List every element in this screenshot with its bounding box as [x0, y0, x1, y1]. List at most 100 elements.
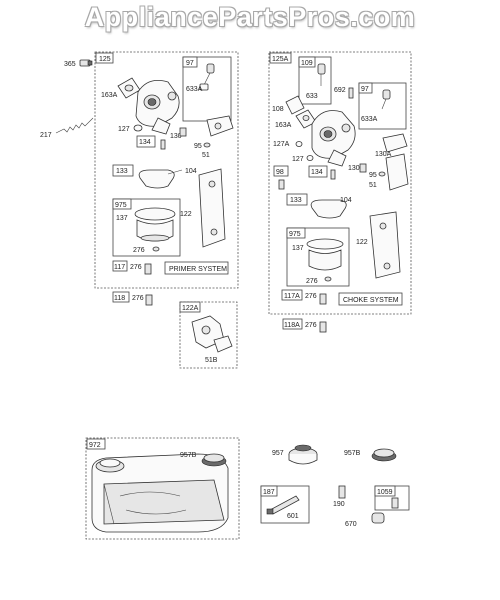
part-box-118a: [282, 318, 303, 330]
part-label-957b[interactable]: 957B: [180, 452, 197, 459]
part-label-133[interactable]: 133: [116, 168, 128, 175]
primer-system-label: PRIMER SYSTEM: [169, 266, 227, 273]
washer-icon: [295, 141, 303, 147]
part-label-117a[interactable]: 117A: [284, 293, 300, 300]
part-label-127a[interactable]: 127A: [273, 141, 290, 148]
part-label-975b[interactable]: 975: [289, 231, 301, 238]
part-label-163a-b[interactable]: 163A: [275, 122, 292, 129]
part-label-276e[interactable]: 276: [305, 293, 317, 300]
carburetor-icon: [311, 110, 356, 167]
part-label-957b2[interactable]: 957B: [344, 450, 361, 457]
part-label-972[interactable]: 972: [89, 442, 101, 449]
part-box-98: [273, 165, 289, 177]
plate-gasket-icon: [198, 168, 226, 248]
choke-system-label: CHOKE SYSTEM: [343, 297, 399, 304]
screw-icon: [319, 321, 327, 333]
part-label-190[interactable]: 190: [333, 501, 345, 508]
float-bowl-icon: [134, 207, 176, 242]
part-label-130b[interactable]: 130: [348, 165, 360, 172]
gasket-icon: [285, 95, 305, 115]
float-icon: [310, 199, 347, 219]
washer-icon: [306, 155, 314, 161]
part-label-633a-b[interactable]: 633A: [361, 116, 378, 123]
part-label-276[interactable]: 276: [133, 247, 145, 254]
part-label-104[interactable]: 104: [185, 168, 197, 175]
site-watermark: AppliancePartsPros.com: [84, 2, 416, 32]
primer-bulb-icon: [381, 89, 391, 110]
part-label-125a[interactable]: 125A: [272, 56, 289, 63]
gasket-icon: [117, 77, 141, 99]
gasket-ring-icon: [152, 246, 160, 252]
assembly-frame-125: [94, 51, 239, 289]
part-label-125[interactable]: 125: [99, 56, 111, 63]
part-label-122b[interactable]: 122: [356, 239, 368, 246]
part-label-51[interactable]: 51: [202, 152, 210, 159]
fuel-cap-icon: [288, 444, 318, 465]
part-label-134[interactable]: 134: [139, 139, 151, 146]
screw-icon: [338, 485, 346, 499]
bolt-icon: [359, 163, 367, 173]
part-label-134b[interactable]: 134: [311, 169, 323, 176]
part-label-276f[interactable]: 276: [305, 322, 317, 329]
part-label-117[interactable]: 117: [114, 264, 125, 271]
jet-icon: [160, 139, 166, 150]
part-label-122[interactable]: 122: [180, 211, 192, 218]
part-group-box-122a: [179, 301, 238, 369]
part-label-692[interactable]: 692: [334, 87, 346, 94]
assembly-frame-125a: [268, 51, 412, 315]
part-label-127[interactable]: 127: [118, 126, 130, 133]
part-label-633a[interactable]: 633A: [186, 86, 203, 93]
assembly-frame-972: [85, 437, 240, 540]
part-label-51b[interactable]: 51B: [205, 357, 218, 364]
o-ring-icon: [203, 142, 211, 148]
part-label-51c[interactable]: 51: [369, 182, 377, 189]
fuel-tank-icon: [91, 453, 229, 533]
spring-icon: [55, 117, 94, 134]
label-box-125a: [269, 52, 292, 64]
part-label-957[interactable]: 957: [272, 450, 284, 457]
part-label-601[interactable]: 601: [287, 513, 299, 520]
part-label-95[interactable]: 95: [194, 143, 202, 150]
part-box-118: [112, 291, 130, 303]
part-label-133b[interactable]: 133: [290, 197, 302, 204]
part-label-97b[interactable]: 97: [361, 86, 369, 93]
filter-icon: [266, 495, 300, 515]
part-label-95b[interactable]: 95: [369, 172, 377, 179]
part-label-276b[interactable]: 276: [130, 264, 142, 271]
part-label-137[interactable]: 137: [116, 215, 128, 222]
part-label-187[interactable]: 187: [263, 489, 275, 496]
part-label-276d[interactable]: 276: [306, 278, 318, 285]
washer-icon: [133, 124, 143, 132]
part-label-633[interactable]: 633: [306, 93, 318, 100]
part-label-109[interactable]: 109: [301, 60, 313, 67]
bushing-icon: [371, 512, 385, 524]
part-label-365[interactable]: 365: [64, 61, 76, 68]
part-label-118a[interactable]: 118A: [284, 322, 300, 329]
part-label-130[interactable]: 130: [170, 133, 182, 140]
float-bowl-icon: [306, 238, 344, 271]
part-label-104b[interactable]: 104: [340, 197, 352, 204]
part-label-97[interactable]: 97: [186, 60, 194, 67]
part-label-1059[interactable]: 1059: [377, 489, 393, 496]
part-label-276c[interactable]: 276: [132, 295, 144, 302]
part-label-670[interactable]: 670: [345, 521, 357, 528]
part-label-127b[interactable]: 127: [292, 156, 304, 163]
screw-icon: [391, 497, 399, 509]
screw-icon: [319, 293, 327, 305]
part-label-118[interactable]: 118: [114, 295, 125, 302]
choke-system-badge: [338, 292, 403, 306]
part-label-108[interactable]: 108: [272, 106, 284, 113]
part-label-98[interactable]: 98: [276, 169, 284, 176]
part-label-130a[interactable]: 130A: [375, 151, 392, 158]
part-box-117a: [281, 289, 303, 301]
part-label-975[interactable]: 975: [115, 202, 127, 209]
part-label-217[interactable]: 217: [40, 132, 52, 139]
primer-system-badge: [164, 261, 229, 275]
gasket-icon: [191, 315, 233, 353]
part-label-122a[interactable]: 122A: [182, 305, 199, 312]
flange-gasket-icon: [382, 133, 408, 153]
carburetor-icon: [135, 79, 180, 135]
float-icon: [138, 169, 183, 189]
part-label-163a[interactable]: 163A: [101, 92, 118, 99]
part-label-137b[interactable]: 137: [292, 245, 304, 252]
